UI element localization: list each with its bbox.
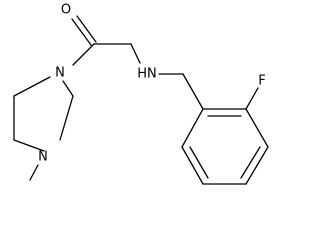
bond-piperazine-1 <box>62 80 74 97</box>
bond-benzene-5 <box>181 146 204 185</box>
chemical-structure: O N HN N F <box>13 3 269 185</box>
bond-benzene-2 <box>245 108 269 148</box>
bond-benzene-inner-3 <box>189 146 209 179</box>
bond-n-methyl <box>29 164 39 181</box>
bond-benzyl-ch2-ring <box>182 73 204 110</box>
bond-ch2-amine-n <box>130 43 141 64</box>
bond-carbonyl-oxygen-b <box>76 15 97 43</box>
oxygen-label: O <box>61 3 71 18</box>
bond-carbonyl-oxygen-a <box>71 18 92 46</box>
bond-piperazine-2 <box>59 95 74 141</box>
methyl-nitrogen-label: N <box>38 150 48 165</box>
bond-benzene-inner-2 <box>240 146 261 179</box>
bond-benzene-6 <box>181 108 204 148</box>
atom-labels: O N HN N F <box>38 3 266 165</box>
bond-carbonyl-amide-n <box>72 43 95 66</box>
amine-nitrogen-label: HN <box>137 67 157 82</box>
bonds <box>13 15 269 185</box>
amide-nitrogen-label: N <box>55 66 65 81</box>
bond-piperazine-3 <box>13 139 45 152</box>
bond-piperazine-5 <box>13 76 51 97</box>
bond-fluorine <box>245 87 259 110</box>
bond-benzene-3 <box>245 146 269 185</box>
fluorine-label: F <box>258 74 265 89</box>
